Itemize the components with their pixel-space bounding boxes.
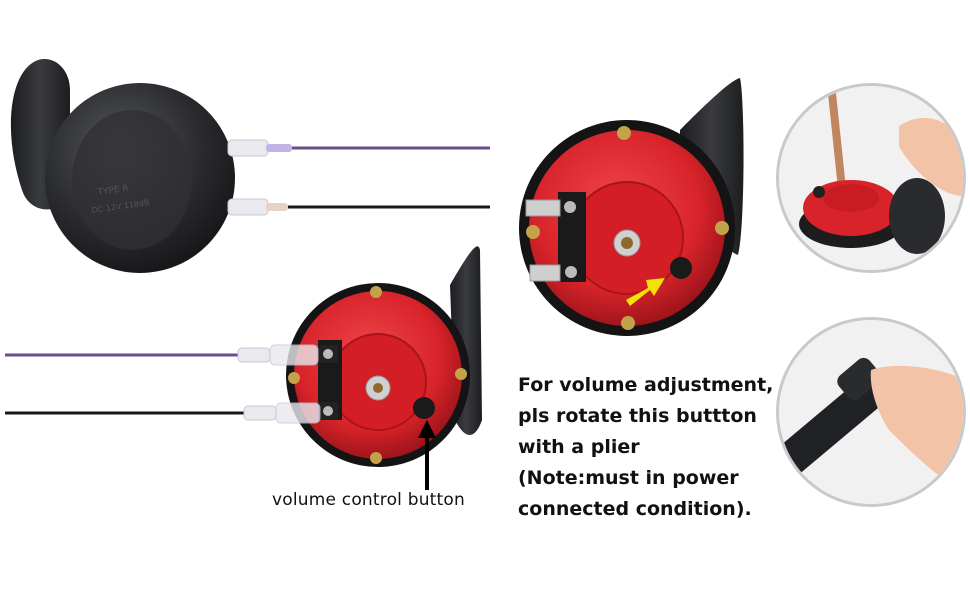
- black-arrow-icon: [418, 420, 436, 490]
- plier-adjust-photo: [776, 83, 966, 273]
- instruction-line: pls rotate this buttton: [518, 405, 757, 427]
- instruction-line: (Note:must in power: [518, 467, 739, 489]
- horn-red-angled-photo: [519, 78, 744, 336]
- instruction-line: For volume adjustment,: [518, 374, 774, 396]
- horn-red-front-photo: [5, 246, 482, 467]
- volume-control-label: volume control button: [272, 490, 465, 510]
- yellow-arrow-icon: [626, 278, 665, 306]
- instruction-line: connected condition).: [518, 498, 752, 520]
- hand-turning-knob-photo: [776, 317, 966, 507]
- svg-text:TYPE R: TYPE R: [96, 184, 129, 198]
- volume-instructions: For volume adjustment, pls rotate this b…: [518, 370, 774, 525]
- instruction-line: with a plier: [518, 436, 640, 458]
- horn-black-side-photo: TYPE R DC 12V 118dB: [10, 59, 490, 273]
